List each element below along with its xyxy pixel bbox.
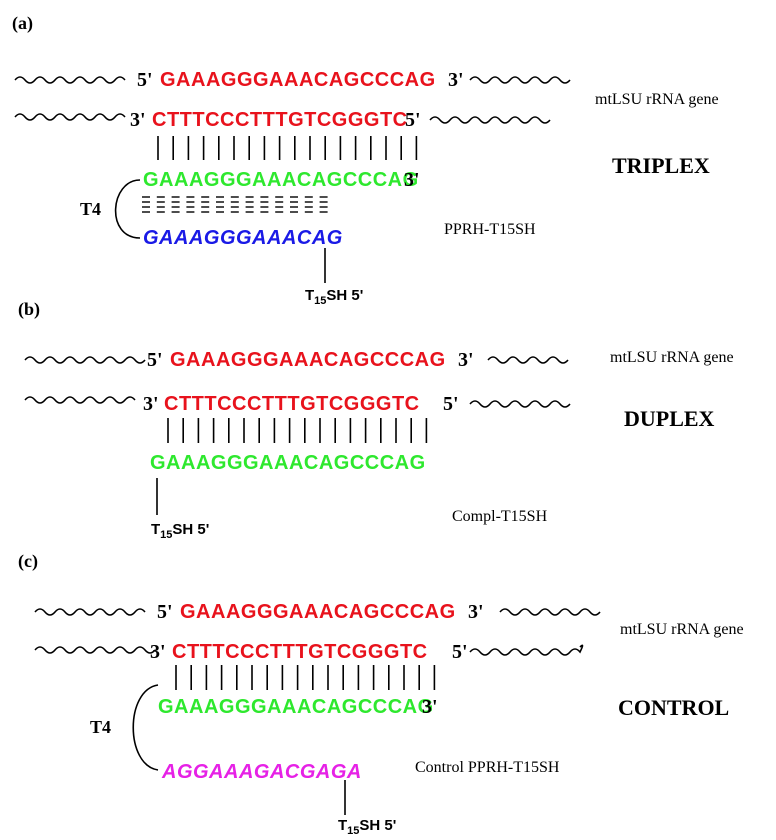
panel-b-bottom-3-end: 3' [143, 393, 159, 415]
watson-crick-bonds-c [175, 665, 436, 690]
panel-a-bottom-3-end: 3' [130, 109, 146, 131]
watson-crick-bonds-b [167, 418, 428, 443]
panel-a-probe-label: PPRH-T15SH [444, 221, 536, 238]
panel-b-probe-sequence: GAAAGGGAAACAGCCCAG [150, 452, 426, 474]
panel-b-bottom-5-end: 5' [443, 393, 459, 415]
panel-b-gene-label: mtLSU rRNA gene [610, 349, 734, 366]
wavy-strand-a-top-left [14, 76, 126, 84]
panel-b-complementary-target-sequence: CTTTCCCTTTGTCGGGTC [164, 393, 420, 415]
panel-label-a: (a) [12, 13, 33, 33]
panel-a-target-sequence: GAAAGGGAAACAGCCCAG [160, 69, 436, 91]
panel-label-c: (c) [18, 551, 38, 571]
panel-c-top-5-end: 5' [157, 601, 173, 623]
wavy-strand-b-top-right [487, 356, 569, 364]
wavy-strand-c-top-left [34, 608, 146, 616]
panel-c-hairpin-3-end: 3' [422, 696, 438, 718]
panel-c-gene-label: mtLSU rRNA gene [620, 621, 744, 638]
panel-a-type-label: TRIPLEX [612, 153, 710, 178]
panel-b-probe-label: Compl-T15SH [452, 508, 548, 525]
panel-c-loop-label: T4 [90, 717, 112, 737]
panel-a-bottom-5-end: 5' [405, 109, 421, 131]
panel-c-top-3-end: 3' [468, 601, 484, 623]
wavy-strand-a-top-right [469, 76, 571, 84]
t4-loop-a [114, 179, 141, 239]
wavy-strand-c-bottom-right [469, 644, 584, 656]
panel-a-triplex-sequence: GAAAGGGAAACAG [143, 227, 343, 249]
panel-b-top-3-end: 3' [458, 349, 474, 371]
panel-a-gene-label: mtLSU rRNA gene [595, 91, 719, 108]
wavy-strand-c-bottom-left [34, 646, 156, 654]
panel-c-target-sequence: GAAAGGGAAACAGCCCAG [180, 601, 456, 623]
wavy-strand-c-top-right [499, 608, 601, 616]
panel-c-bottom-5-end: 5' [452, 641, 468, 663]
panel-a-hairpin-3-end: 3' [404, 169, 420, 191]
panel-b-target-sequence: GAAAGGGAAACAGCCCAG [170, 349, 446, 371]
panel-c-complementary-target-sequence: CTTTCCCTTTGTCGGGTC [172, 641, 428, 663]
t4-loop-c [132, 684, 159, 771]
panel-a-thiol-tail: T15SH 5' [305, 287, 364, 307]
hoogsteen-bonds-a [142, 196, 328, 213]
panel-a-loop-label: T4 [80, 199, 102, 219]
panel-b-thiol-tail: T15SH 5' [151, 521, 210, 541]
wavy-strand-a-bottom-right [429, 116, 551, 124]
wavy-strand-b-bottom-left [24, 396, 136, 404]
panel-b-type-label: DUPLEX [624, 406, 715, 431]
panel-a-complementary-target-sequence: CTTTCCCTTTGTCGGGTC [152, 109, 408, 131]
panel-c-probe-label: Control PPRH-T15SH [415, 759, 560, 776]
panel-c-control-sequence: AGGAAAGACGAGA [162, 761, 362, 783]
panel-c-type-label: CONTROL [618, 695, 730, 720]
panel-b-top-5-end: 5' [147, 349, 163, 371]
panel-c-thiol-tail: T15SH 5' [338, 817, 397, 837]
panel-label-b: (b) [18, 299, 40, 319]
panel-a-top-3-end: 3' [448, 69, 464, 91]
wavy-strand-b-top-left [24, 356, 146, 364]
panel-a-hairpin-sequence: GAAAGGGAAACAGCCCAG [143, 169, 419, 191]
wavy-strand-b-bottom-right [469, 400, 571, 408]
watson-crick-bonds-a [157, 136, 418, 160]
panel-c-hairpin-sequence: GAAAGGGAAACAGCCCAG [158, 696, 434, 718]
panel-a-top-5-end: 5' [137, 69, 153, 91]
wavy-strand-a-bottom-left [14, 113, 126, 121]
panel-c-bottom-3-end: 3' [150, 641, 166, 663]
